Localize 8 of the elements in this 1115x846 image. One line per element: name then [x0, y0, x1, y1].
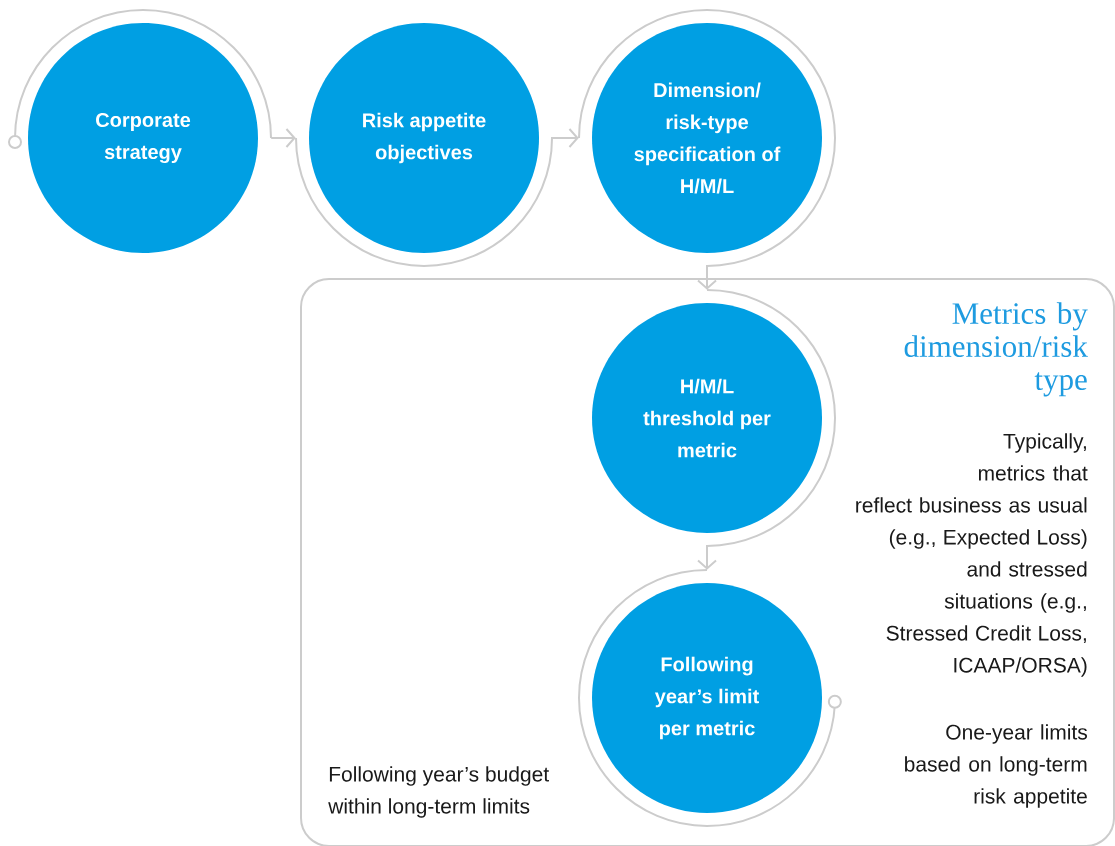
- body-text: One-year limits based on long-term risk appetite: [905, 724, 1087, 808]
- panel-heading: Metrics by dimension/risk type: [904, 302, 1088, 397]
- arrow: [697, 289, 836, 570]
- arrow: [295, 128, 579, 267]
- body-text: Following year’s budget within long-term limits: [328, 766, 549, 818]
- arrow: [270, 128, 296, 148]
- arrow: [578, 9, 836, 290]
- body-text: Typically, metrics that reflect business as usual (e.g., Expected Loss) and stressed situations (e.g., Stressed Credit Loss, ICAAP/ORSA): [856, 433, 1088, 677]
